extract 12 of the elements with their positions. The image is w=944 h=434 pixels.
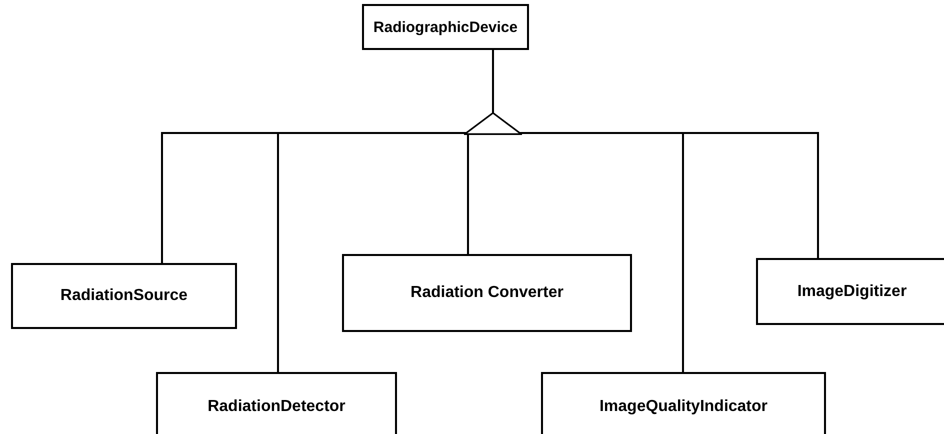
class-name: ImageQualityIndicator (599, 398, 768, 416)
class-name: RadiationDetector (208, 398, 346, 416)
class-box (362, 4, 529, 50)
class-name: RadiationSource (60, 287, 188, 305)
class-name: Radiation Converter (410, 284, 564, 302)
class-name: RadiographicDevice (373, 18, 518, 36)
class-box (342, 254, 632, 332)
class-box (756, 258, 944, 325)
class-box (156, 372, 397, 434)
class-box (11, 263, 237, 329)
class-box (541, 372, 826, 434)
class-name: ImageDigitizer (797, 282, 907, 300)
